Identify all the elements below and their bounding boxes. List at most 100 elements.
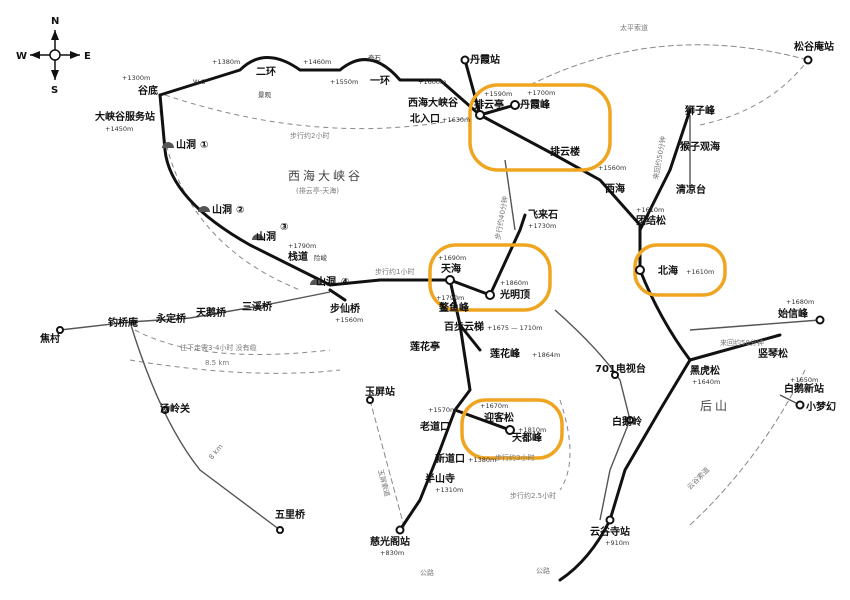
route-tianhai [448, 213, 527, 297]
elev-1675: +1675 — 1710m [487, 324, 543, 332]
node-shixin [815, 315, 825, 325]
elev-dxg: +1450m [105, 125, 133, 133]
note-walk3h: 步行约3小时 [495, 453, 534, 462]
highlight-yingke [460, 398, 564, 460]
elev-1380: +1380m [212, 58, 240, 66]
label-lianhuafeng: 莲花峰 [490, 347, 521, 360]
note-walk25h: 步行约2.5小时 [510, 491, 556, 500]
highlight-paiyun [468, 83, 612, 172]
label-aoyufeng: 鳌鱼峰 [439, 301, 470, 314]
label-qishi: 奇石 [368, 53, 382, 62]
cableway-yungu [689, 369, 806, 526]
elev-gudi: +1300m [122, 74, 150, 82]
label-xindaokou: 新道口 [435, 452, 465, 465]
note-walk2h: 步行约2小时 [290, 131, 329, 140]
elev-1690: +1690m [438, 254, 466, 262]
elev-1570: +1570m [428, 406, 456, 414]
label-feilaishi: 飞来石 [528, 208, 558, 221]
label-shandong4-n: ④ [341, 277, 349, 288]
elev-1460: +1460m [303, 58, 331, 66]
highlight-tianhai [428, 243, 552, 312]
label-baiego: 白鹅岭 [612, 415, 642, 428]
elev-1560b: +1560m [335, 316, 363, 324]
label-baiexinzhan: 白鹅新站 [784, 382, 824, 395]
label-beirukou: 北入口 [410, 112, 440, 125]
label-beihai: 北海 [658, 264, 678, 277]
node-xiaomeng [795, 400, 805, 410]
route-bixian [328, 288, 347, 302]
trail-west [159, 109, 301, 291]
route-shizi [638, 108, 692, 232]
node-baie [626, 416, 634, 424]
label-danxia-station: 丹霞站 [470, 53, 500, 66]
elev-1650: +1650m [790, 376, 818, 384]
label-diaoqiaoan: 钓桥庵 [108, 316, 139, 329]
label-tiandufeng: 天都峰 [512, 431, 543, 444]
node-danxia [460, 55, 470, 65]
elev-1730: +1730m [528, 222, 556, 230]
label-shandong3: 山洞 [256, 230, 276, 243]
label-yungu-station: 云谷寺站 [590, 525, 630, 538]
label-guangmingding: 光明顶 [499, 288, 530, 301]
node-tangling [161, 406, 169, 414]
label-xihai: 西海 [605, 182, 625, 195]
route-west-canyon [158, 56, 482, 117]
route-danxiafeng [478, 103, 517, 117]
label-sanxiqiao: 三溪桥 [242, 300, 273, 313]
label-erhuan: 二环 [256, 66, 276, 78]
elev-1680: +1680m [786, 298, 814, 306]
label-jiaocun: 焦村 [39, 332, 60, 345]
label-banshansi: 半山寺 [425, 472, 455, 485]
label-shandong1: 山洞 [176, 138, 196, 151]
label-yingkesong: 迎客松 [484, 411, 514, 424]
compass-icon [30, 30, 80, 80]
note-walk34h: 往下走需3-4小时 没有缆 [180, 343, 257, 352]
elev-1610: +1610m [636, 206, 664, 214]
compass-n: N [51, 16, 59, 27]
label-paiyunlou: 排云楼 [550, 145, 580, 158]
node-jiaocun [56, 326, 64, 334]
elev-1550: +1550m [330, 78, 358, 86]
label-xihai-canyon-gate: 西海大峡谷 [408, 96, 459, 109]
node-tianhai [445, 275, 455, 285]
node-guangming [485, 290, 495, 300]
cableway-taiping [529, 44, 809, 86]
trail-shixin [699, 59, 809, 126]
label-zhandao: 栈道 [288, 250, 308, 263]
trail-tangling [129, 321, 281, 531]
label-wuliqiao: 五里桥 [275, 508, 306, 521]
elev-1864: +1864m [532, 351, 560, 359]
label-qingliangtai: 清凉台 [676, 183, 706, 196]
label-tuanjiesong: 团结松 [636, 214, 666, 227]
elev-1790: +1790m [288, 242, 316, 250]
label-gonglu2: 公路 [536, 566, 550, 575]
node-beihai [635, 265, 645, 275]
label-heihusong: 黑虎松 [690, 364, 720, 377]
label-cableway-yungu: 云谷索道 [685, 465, 711, 491]
route-beihai-south [638, 268, 782, 362]
elev-1630: +1630m [442, 116, 470, 124]
label-tianequiao: 天鹅桥 [196, 306, 227, 319]
label-lianhuating: 莲花亭 [410, 340, 440, 353]
trail-south [129, 359, 341, 374]
label-laodaokou: 老道口 [419, 420, 450, 433]
label-dxg-service: 大峡谷服务站 [95, 110, 155, 123]
tunnel-3-icon [252, 234, 264, 240]
label-shandong2-n: ② [236, 205, 244, 216]
elev-910: +910m [605, 539, 629, 547]
label-ciguang-station: 慈光阁站 [370, 535, 410, 548]
label-yongdingqiao: 永定桥 [155, 312, 187, 325]
route-east-lower [558, 518, 612, 582]
label-songgu-station: 松谷庵站 [794, 40, 834, 53]
label-tangling: 汤岭关 [160, 402, 190, 415]
elev-1560: +1560m [598, 164, 626, 172]
trail-east-lower [559, 399, 571, 491]
elev-1380b: +1380m [468, 456, 496, 464]
label-xiaomenghuan: 小梦幻 [805, 400, 836, 413]
elev-1590: +1590m [484, 90, 512, 98]
node-songgu [803, 55, 813, 65]
label-paiyunting: 排云亭 [474, 98, 504, 111]
trail-canyon-rim [164, 94, 481, 130]
elev-1790b: +1790m [436, 294, 464, 302]
note-walk1h: 步行约1小时 [375, 267, 414, 276]
